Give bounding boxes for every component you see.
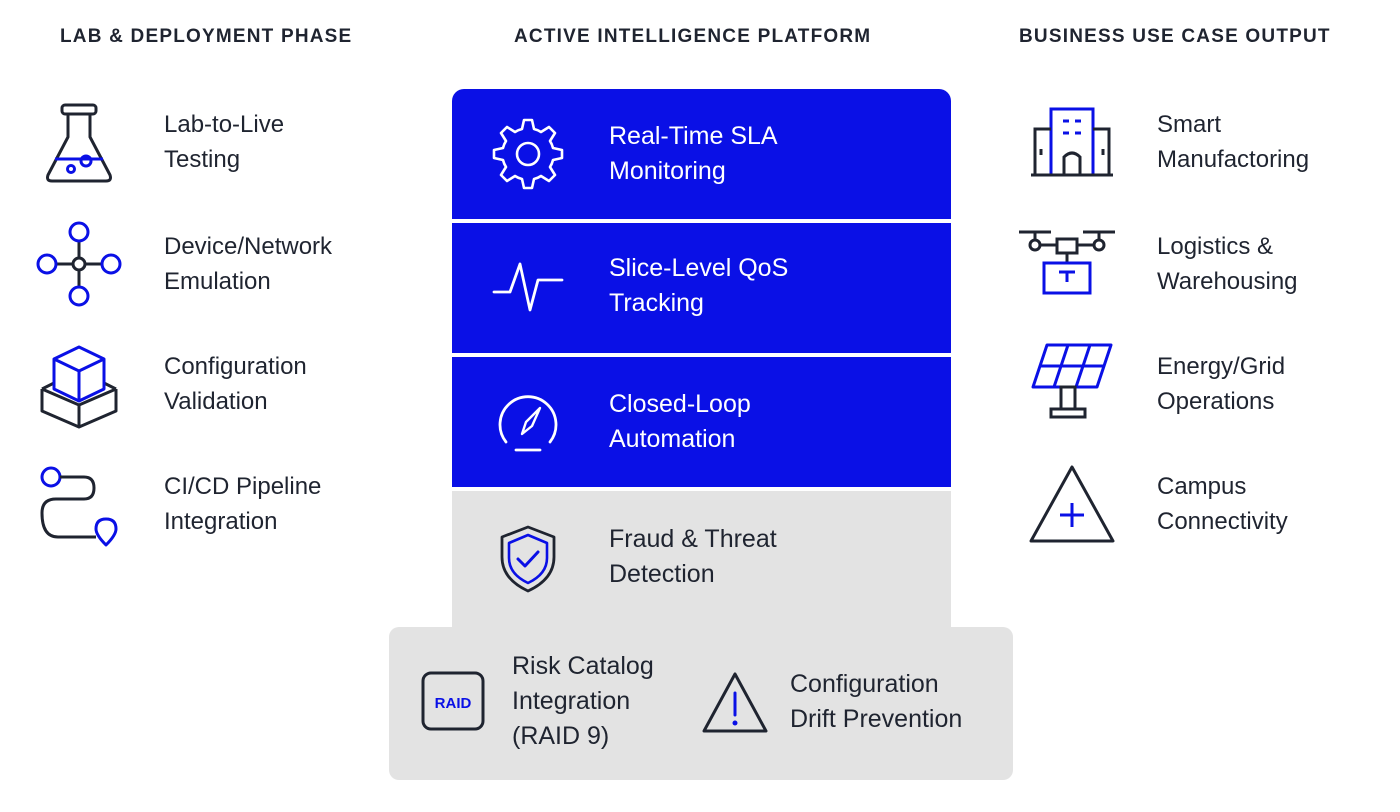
use-case-campus: Campus Connectivity [1027,459,1288,549]
cube-box-icon [34,339,124,429]
platform-block-label: Fraud & Threat Detection [609,525,777,588]
lab-item-label: CI/CD Pipeline Integration [164,473,322,535]
use-case-label: Campus Connectivity [1157,473,1288,535]
raid-badge-icon: RAID [421,671,485,733]
platform-block-automation: Closed-Loop Automation [452,357,951,487]
platform-base: RAID Risk Catalog Integration (RAID 9) C… [389,627,1013,780]
platform-block-qos: Slice-Level QoS Tracking [452,223,951,353]
use-case-label: Logistics & Warehousing [1157,233,1298,295]
use-case-label: Energy/Grid Operations [1157,353,1286,415]
platform-block-label: Real-Time SLA Monitoring [609,122,778,185]
lab-item-label: Device/Network Emulation [164,233,333,295]
campus-triangle-icon [1027,459,1117,549]
base-item-label: Configuration Drift Prevention [790,670,963,733]
use-case-logistics: Logistics & Warehousing [1019,219,1298,309]
platform-block-label: Slice-Level QoS Tracking [609,254,789,317]
use-case-energy: Energy/Grid Operations [1027,339,1285,429]
network-nodes-icon [34,219,124,309]
factory-building-icon [1027,97,1117,187]
warning-triangle-icon [701,671,769,735]
flask-icon [34,97,124,187]
delivery-drone-icon [1019,219,1117,309]
pipeline-path-icon [34,459,124,549]
lab-item-lab-to-live: Lab-to-Live Testing [34,97,284,187]
platform-block-sla: Real-Time SLA Monitoring [452,89,951,219]
use-case-label: Smart Manufactoring [1157,111,1310,173]
platform-block-label: Closed-Loop Automation [609,390,751,453]
lab-item-emulation: Device/Network Emulation [34,219,332,309]
platform-block-fraud: Fraud & Threat Detection [452,491,951,627]
column-heading-platform: ACTIVE INTELLIGENCE PLATFORM [514,26,872,47]
lab-item-cicd: CI/CD Pipeline Integration [34,459,321,549]
lab-item-label: Configuration Validation [164,353,307,415]
shield-check-icon [492,523,564,595]
lab-item-label: Lab-to-Live Testing [164,111,285,173]
raid-badge-text: RAID [435,695,472,712]
column-heading-use-cases: BUSINESS USE CASE OUTPUT [1019,26,1331,47]
gear-icon [492,118,564,190]
base-item-label: Risk Catalog Integration (RAID 9) [512,652,654,750]
lab-item-configuration: Configuration Validation [34,339,307,429]
gauge-icon [492,386,564,458]
pulse-icon [492,252,564,324]
solar-panel-icon [1027,339,1117,429]
use-case-manufacturing: Smart Manufactoring [1027,97,1309,187]
column-heading-lab: LAB & DEPLOYMENT PHASE [60,26,353,47]
